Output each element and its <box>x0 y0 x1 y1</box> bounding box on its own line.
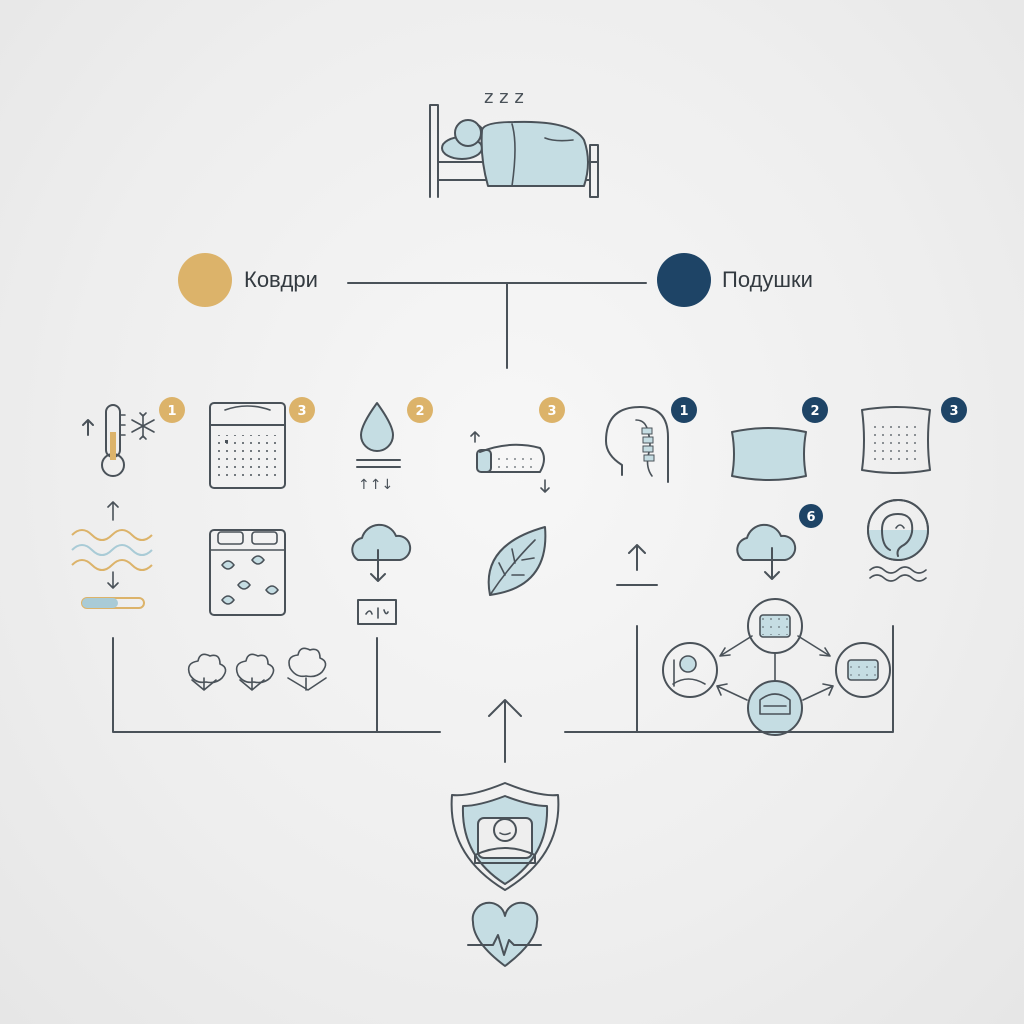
leaf-icon <box>487 526 547 596</box>
cloud-download-icon-right <box>736 523 797 580</box>
badge-drop <box>407 397 433 423</box>
badge-pillow-flat <box>802 397 828 423</box>
badge-drop-text: 2 <box>415 404 424 419</box>
badge-cloud-right <box>799 504 823 528</box>
snowflake-icon <box>131 412 155 440</box>
spine-head-icon <box>605 406 669 483</box>
sleeping-person-bed-icon: z z z <box>429 87 599 198</box>
badge-thermo-text: 1 <box>167 404 176 419</box>
cloud-download-icon <box>351 523 412 625</box>
sleeper-side-icon <box>470 431 550 493</box>
ear-icon <box>867 499 929 582</box>
badge-cloud-right-text: 6 <box>806 510 815 525</box>
badge-spine <box>671 397 697 423</box>
badge-duvet-text: 3 <box>297 404 306 419</box>
bottom-connectors <box>112 625 894 763</box>
vent-arrows-glyph: ↑↑↓ <box>358 477 393 493</box>
temperature-wave-icon <box>71 501 153 609</box>
badge-pillow-dotted <box>941 397 967 423</box>
badge-thermo <box>159 397 185 423</box>
duvet-icon <box>209 402 286 489</box>
cotton-icon <box>187 647 327 691</box>
pillow-cycle-diagram <box>662 598 891 736</box>
leaf-bedding-icon <box>209 529 286 616</box>
heart-pulse-icon <box>467 901 542 967</box>
shield-person-icon <box>450 782 560 891</box>
thermometer-icon <box>82 404 126 477</box>
badge-sleeper-text: 3 <box>547 404 556 419</box>
badge-pillow-dotted-text: 3 <box>949 404 958 419</box>
badge-spine-text: 1 <box>679 404 688 419</box>
badge-duvet <box>289 397 315 423</box>
up-arrow-icon <box>616 544 658 586</box>
badge-pillow-flat-text: 2 <box>810 404 819 419</box>
badge-sleeper <box>539 397 565 423</box>
legend-dot-blankets <box>178 253 232 307</box>
legend-label-blankets: Ковдри <box>244 267 318 292</box>
zzz-glyph: z z z <box>484 87 524 108</box>
pillow-icon <box>731 427 807 481</box>
legend-connectors <box>347 282 647 369</box>
legend-dot-pillows <box>657 253 711 307</box>
water-drop-icon: ↑↑↓ <box>356 402 401 493</box>
legend-label-pillows: Подушки <box>722 267 813 292</box>
dotted-pillow-icon <box>861 406 931 474</box>
